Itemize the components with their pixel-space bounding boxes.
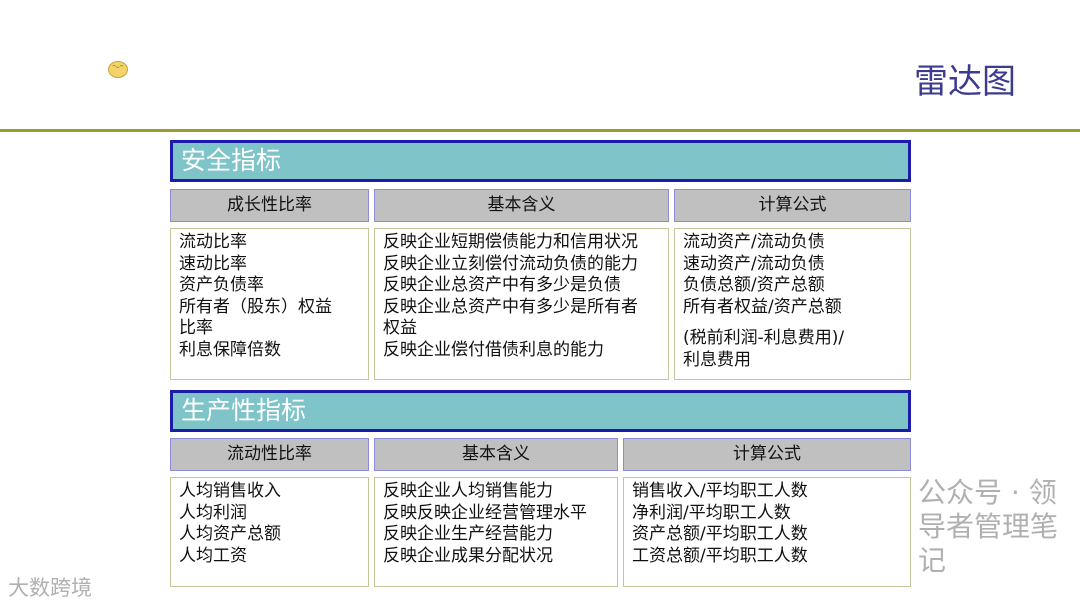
list-item: 反映企业偿付借债利息的能力 [383,339,604,360]
list-item: 反映企业短期偿债能力和信用状况 [383,232,638,252]
list-item: 所有者（股东）权益 [179,296,332,317]
column-header: 成长性比率 [170,189,369,222]
list-item: 人均销售收入 [179,481,281,501]
list-item: 反映企业人均销售能力 [383,481,553,501]
formula-list: 销售收入/平均职工人数净利润/平均职工人数资产总额/平均职工人数工资总额/平均职… [623,477,911,587]
column-header: 基本含义 [374,189,669,222]
section-header-safety: 安全指标 [170,140,911,182]
list-item: 销售收入/平均职工人数 [632,481,808,501]
list-item: 流动资产/流动负债 [683,232,825,252]
list-item: 反映企业成果分配状况 [383,545,553,566]
meaning-list: 反映企业短期偿债能力和信用状况反映企业立刻偿付流动负债的能力反映企业总资产中有多… [374,228,669,380]
section-header-productivity: 生产性指标 [170,390,911,432]
smiley-face-icon: ᵔᵕᵔ [108,61,128,78]
watermark-right: 公众号 · 领导者管理笔记 [918,476,1059,577]
list-item: 人均利润 [179,502,247,523]
column-header: 基本含义 [374,438,618,471]
list-item: 反映企业总资产中有多少是负债 [383,275,621,295]
list-item: 利息费用 [683,349,751,370]
list-item: 人均工资 [179,545,247,566]
indicator-list: 人均销售收入人均利润人均资产总额人均工资 [170,477,369,587]
list-item: 反映企业立刻偿付流动负债的能力 [383,253,638,274]
divider [0,129,1080,132]
list-item: 资产总额/平均职工人数 [632,524,808,544]
page-title: 雷达图 [914,62,1016,102]
list-item: (税前利润-利息费用)/ [683,328,845,348]
list-item: 速动比率 [179,253,247,274]
list-item: 权益 [383,318,417,338]
list-item: 工资总额/平均职工人数 [632,545,808,566]
list-item: 负债总额/资产总额 [683,275,825,295]
formula-list: 流动资产/流动负债速动资产/流动负债负债总额/资产总额所有者权益/资产总额 (税前… [674,228,911,380]
list-item: 比率 [179,318,213,338]
list-item: 所有者权益/资产总额 [683,296,842,317]
list-item: 利息保障倍数 [179,339,281,360]
list-item: 反映反映企业经营管理水平 [383,502,587,523]
list-item [683,318,902,328]
column-header: 计算公式 [623,438,911,471]
list-item: 反映企业生产经营能力 [383,524,553,544]
meaning-list: 反映企业人均销售能力反映反映企业经营管理水平反映企业生产经营能力反映企业成果分配… [374,477,618,587]
column-header: 流动性比率 [170,438,369,471]
list-item: 反映企业总资产中有多少是所有者 [383,296,638,317]
indicator-list: 流动比率速动比率资产负债率所有者（股东）权益比率利息保障倍数 [170,228,369,380]
watermark-left: 大数跨境 [8,576,92,600]
list-item: 净利润/平均职工人数 [632,502,791,523]
list-item: 速动资产/流动负债 [683,253,825,274]
list-item: 流动比率 [179,232,247,252]
list-item: 资产负债率 [179,275,264,295]
list-item: 人均资产总额 [179,524,281,544]
column-header: 计算公式 [674,189,911,222]
